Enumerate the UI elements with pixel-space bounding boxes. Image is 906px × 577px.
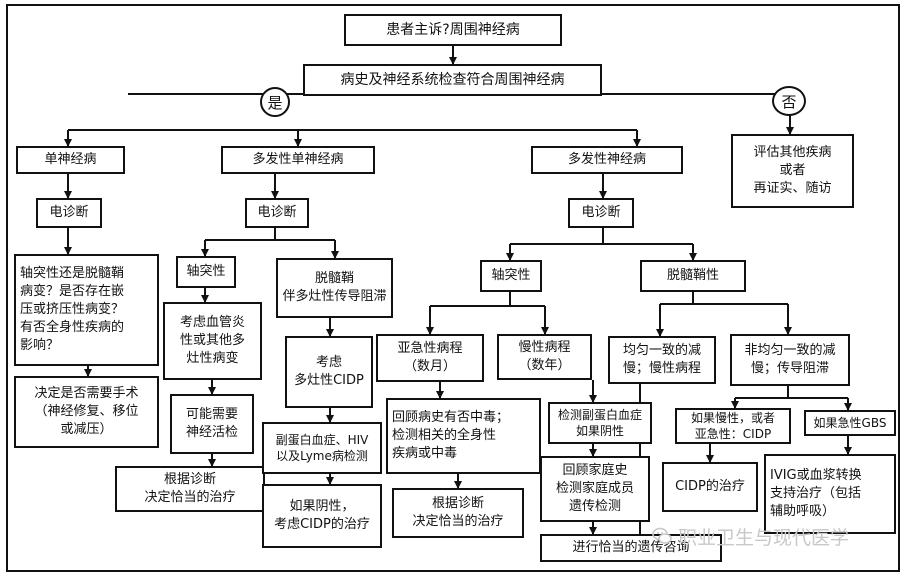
node-nonuniform-slowing: 非均匀一致的减 慢；传导阻滞 [730, 334, 850, 386]
node-cidp-treatment: CIDP的治疗 [662, 462, 758, 512]
node-chronic: 慢性病程 （数年） [497, 334, 592, 380]
node-multiple-mononeuropathy: 多发性单神经病 [221, 146, 375, 174]
node-mm-vasculitis: 考虑血管炎 性或其他多 灶性病变 [163, 302, 262, 380]
node-ivig-treatment: IVIG或血浆转换 支持治疗（包括 辅助呼吸） [764, 454, 896, 534]
node-mono-question: 轴突性还是脱髓鞘 病变？是否存在嵌 压或挤压性病变？ 有否全身性疾病的 影响？ [14, 254, 159, 366]
node-evaluate-other: 评估其他疾病 或者 再证实、随访 [731, 134, 854, 208]
watermark: 职业卫生与现代医学 [652, 525, 850, 549]
node-edx-poly: 电诊断 [568, 198, 634, 228]
no-circle: 否 [772, 86, 806, 116]
wechat-icon [652, 527, 672, 544]
node-uniform-slowing: 均匀一致的减 慢；慢性病程 [608, 336, 716, 384]
node-mono-surgery: 决定是否需要手术 （神经修复、移位 或减压） [14, 376, 159, 448]
node-mononeuropathy: 单神经病 [16, 146, 125, 174]
node-polyneuropathy: 多发性神经病 [531, 146, 683, 174]
node-mm-cidp: 考虑 多灶性CIDP [285, 336, 373, 408]
node-acute-gbs: 如果急性GBS [804, 410, 896, 436]
node-chronic-cidp: 如果慢性，或者 亚急性：CIDP [675, 408, 791, 444]
node-edx-multiple-mono: 电诊断 [245, 198, 309, 228]
node-mm-biopsy: 可能需要 神经活检 [170, 394, 254, 454]
node-paraprotein: 检测副蛋白血症 如果阴性 [548, 402, 652, 444]
watermark-text: 职业卫生与现代医学 [678, 526, 850, 549]
node-poly-axonal: 轴突性 [480, 260, 542, 292]
node-toxin-review: 回顾病史有否中毒； 检测相关的全身性 疾病或中毒 [386, 398, 541, 474]
node-poly-treat: 根据诊断 决定恰当的治疗 [392, 488, 524, 538]
node-mm-tests: 副蛋白血症、HIV 以及Lyme病检测 [262, 422, 382, 474]
node-history-exam: 病史及神经系统检查符合周围神经病 [303, 64, 602, 96]
node-poly-demyelinating: 脱髓鞘性 [640, 260, 746, 292]
yes-circle: 是 [260, 87, 290, 117]
node-mm-axonal: 轴突性 [176, 256, 236, 288]
node-chief-complaint: 患者主诉?周围神经病 [344, 14, 562, 46]
node-mm-treat: 根据诊断 决定恰当的治疗 [115, 466, 265, 512]
node-mm-negative: 如果阴性， 考虑CIDP的治疗 [262, 484, 382, 548]
outer-frame [6, 4, 900, 572]
node-subacute: 亚急性病程 （数月） [376, 334, 484, 382]
node-family-review: 回顾家庭史 检测家庭成员 遗传检测 [540, 456, 650, 522]
node-mm-demyelinating: 脱髓鞘 伴多灶性传导阻滞 [276, 258, 393, 318]
node-edx-mono: 电诊断 [36, 198, 102, 228]
node-genetic-counseling: 进行恰当的遗传咨询 [540, 534, 722, 562]
